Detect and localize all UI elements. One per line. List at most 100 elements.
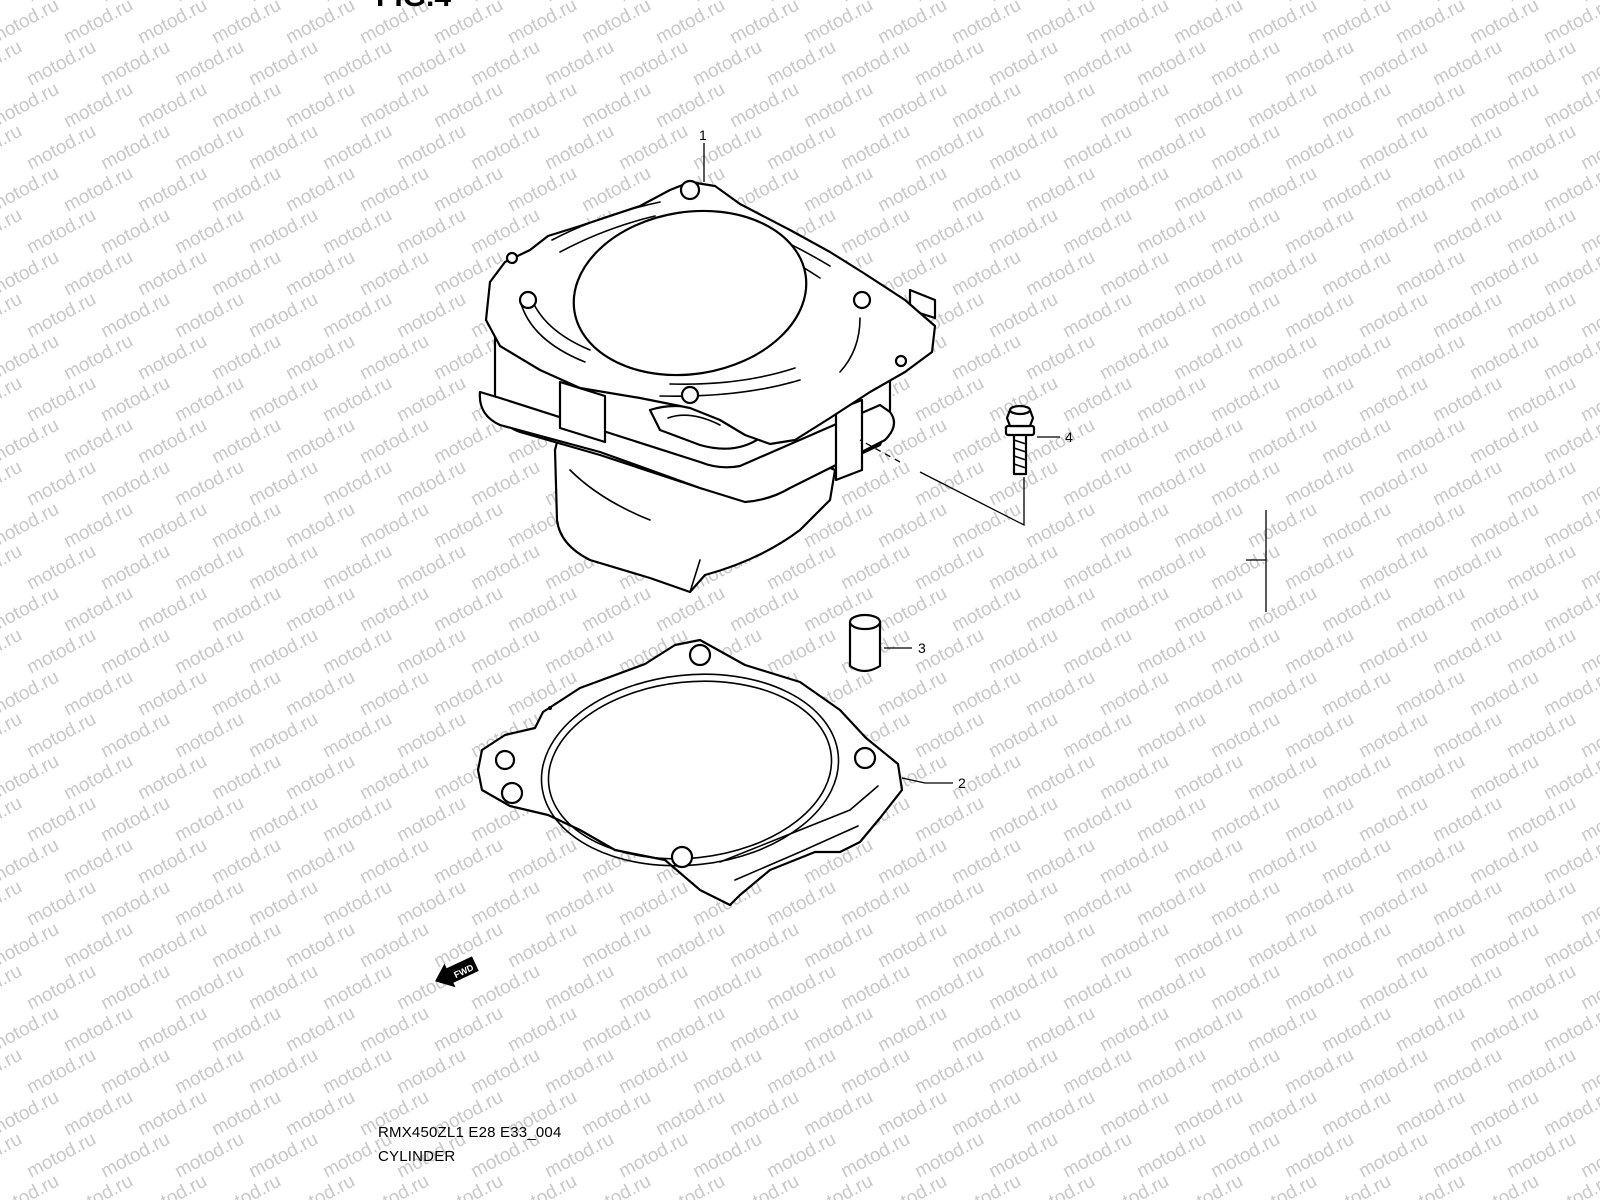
watermark-text: motod.ru <box>1503 1129 1579 1183</box>
watermark-text: motod.ru <box>60 919 136 973</box>
watermark-text: motod.ru <box>504 919 580 973</box>
watermark-text: motod.ru <box>911 37 987 91</box>
watermark-text: motod.ru <box>356 667 432 721</box>
watermark-text: motod.ru <box>1170 0 1246 48</box>
watermark-text: motod.ru <box>0 205 26 259</box>
watermark-text: motod.ru <box>23 121 99 175</box>
watermark-text: motod.ru <box>319 625 395 679</box>
bolt-part[interactable] <box>1004 404 1036 476</box>
watermark-text: motod.ru <box>430 1003 506 1057</box>
watermark-text: motod.ru <box>97 709 173 763</box>
watermark-text: motod.ru <box>1059 877 1135 931</box>
watermark-text: motod.ru <box>1281 457 1357 511</box>
watermark-text: motod.ru <box>0 1129 26 1183</box>
watermark-text: motod.ru <box>134 499 210 553</box>
watermark-text: motod.ru <box>23 457 99 511</box>
watermark-text: motod.ru <box>985 709 1061 763</box>
watermark-text: motod.ru <box>60 1087 136 1141</box>
watermark-text: motod.ru <box>1207 541 1283 595</box>
watermark-text: motod.ru <box>837 1129 913 1183</box>
watermark-text: motod.ru <box>874 1087 950 1141</box>
watermark-text: motod.ru <box>763 37 839 91</box>
watermark-text: motod.ru <box>134 0 210 48</box>
watermark-text: motod.ru <box>1059 457 1135 511</box>
watermark-text: motod.ru <box>1503 1045 1579 1099</box>
watermark-text: motod.ru <box>282 499 358 553</box>
watermark-text: motod.ru <box>356 583 432 637</box>
cylinder-part[interactable] <box>478 179 937 594</box>
watermark-text: motod.ru <box>356 1171 432 1200</box>
watermark-text: motod.ru <box>1133 373 1209 427</box>
watermark-text: motod.ru <box>1466 1171 1542 1200</box>
watermark-text: motod.ru <box>1429 877 1505 931</box>
watermark-text: motod.ru <box>430 1171 506 1200</box>
watermark-text: motod.ru <box>800 1087 876 1141</box>
watermark-text: motod.ru <box>874 583 950 637</box>
watermark-text: motod.ru <box>97 625 173 679</box>
watermark-text: motod.ru <box>1133 289 1209 343</box>
watermark-text: motod.ru <box>245 793 321 847</box>
watermark-text: motod.ru <box>541 37 617 91</box>
watermark-text: motod.ru <box>393 373 469 427</box>
watermark-text: motod.ru <box>985 625 1061 679</box>
watermark-text: motod.ru <box>467 961 543 1015</box>
watermark-text: motod.ru <box>1503 625 1579 679</box>
watermark-text: motod.ru <box>1133 1045 1209 1099</box>
watermark-text: motod.ru <box>948 583 1024 637</box>
watermark-text: motod.ru <box>1059 1129 1135 1183</box>
watermark-text: motod.ru <box>97 1045 173 1099</box>
watermark-text: motod.ru <box>208 163 284 217</box>
watermark-text: motod.ru <box>356 835 432 889</box>
watermark-text: motod.ru <box>948 499 1024 553</box>
watermark-text: motod.ru <box>1355 37 1431 91</box>
watermark-text: motod.ru <box>985 793 1061 847</box>
figure-label: FIG.4 <box>376 0 451 13</box>
watermark-text: motod.ru <box>1096 1087 1172 1141</box>
watermark-text: motod.ru <box>0 793 26 847</box>
watermark-text: motod.ru <box>1207 793 1283 847</box>
watermark-text: motod.ru <box>985 121 1061 175</box>
watermark-text: motod.ru <box>1281 1129 1357 1183</box>
watermark-text: motod.ru <box>356 79 432 133</box>
watermark-text: motod.ru <box>171 37 247 91</box>
watermark-text: motod.ru <box>1466 331 1542 385</box>
gasket-part[interactable] <box>476 638 904 907</box>
watermark-text: motod.ru <box>393 877 469 931</box>
watermark-text: motod.ru <box>1355 793 1431 847</box>
watermark-text: motod.ru <box>171 121 247 175</box>
watermark-text: motod.ru <box>1244 0 1320 48</box>
watermark-text: motod.ru <box>578 583 654 637</box>
watermark-text: motod.ru <box>134 835 210 889</box>
watermark-text: motod.ru <box>1355 1129 1431 1183</box>
watermark-text: motod.ru <box>1244 667 1320 721</box>
watermark-text: motod.ru <box>985 961 1061 1015</box>
watermark-text: motod.ru <box>60 163 136 217</box>
watermark-text: motod.ru <box>60 751 136 805</box>
watermark-text: motod.ru <box>1096 919 1172 973</box>
watermark-text: motod.ru <box>1133 625 1209 679</box>
watermark-text: motod.ru <box>1244 583 1320 637</box>
watermark-text: motod.ru <box>208 919 284 973</box>
watermark-text: motod.ru <box>948 163 1024 217</box>
watermark-text: motod.ru <box>208 583 284 637</box>
watermark-text: motod.ru <box>356 751 432 805</box>
watermark-text: motod.ru <box>1281 1045 1357 1099</box>
watermark-text: motod.ru <box>1577 205 1600 259</box>
watermark-text: motod.ru <box>1429 205 1505 259</box>
watermark-text: motod.ru <box>1096 163 1172 217</box>
watermark-text: motod.ru <box>948 1003 1024 1057</box>
watermark-text: motod.ru <box>985 1045 1061 1099</box>
watermark-text: motod.ru <box>1429 121 1505 175</box>
dowel-pin-part[interactable] <box>848 613 882 673</box>
watermark-text: motod.ru <box>319 289 395 343</box>
watermark-text: motod.ru <box>1392 247 1468 301</box>
watermark-text: motod.ru <box>1429 373 1505 427</box>
watermark-text: motod.ru <box>1466 835 1542 889</box>
watermark-text: motod.ru <box>1577 0 1600 6</box>
watermark-text: motod.ru <box>208 0 284 48</box>
watermark-text: motod.ru <box>689 961 765 1015</box>
watermark-text: motod.ru <box>393 709 469 763</box>
watermark-text: motod.ru <box>615 1045 691 1099</box>
